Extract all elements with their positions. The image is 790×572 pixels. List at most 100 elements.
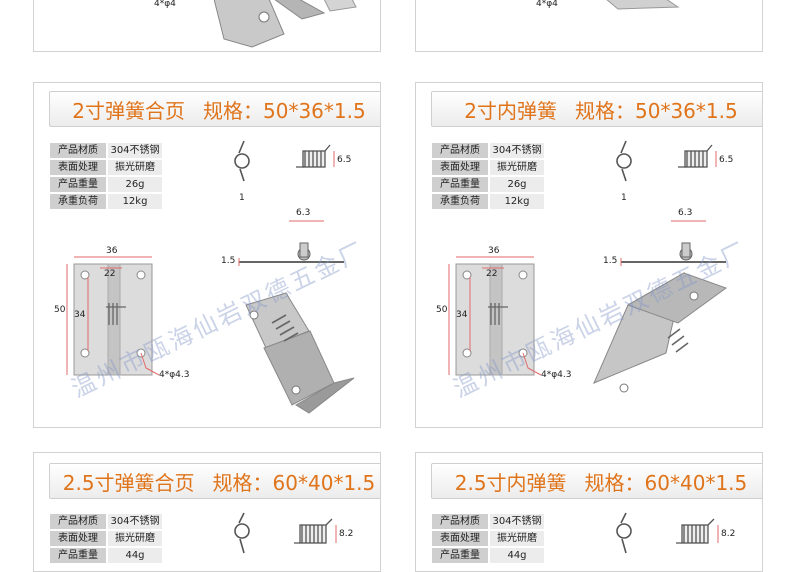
spec-row: 表面处理振光研磨 (432, 531, 544, 546)
dim-hole-span: 34 (74, 310, 86, 320)
front-view (455, 263, 535, 376)
spec-label: 产品重量 (50, 548, 106, 563)
spec-label: 产品重量 (432, 177, 488, 192)
product-title: 2.5寸内弹簧 (454, 470, 567, 495)
dim-height: 50 (54, 305, 66, 315)
spec-label: 产品材质 (432, 143, 488, 158)
spec-label: 产品材质 (50, 514, 106, 529)
dim-thickness: 1.5 (603, 256, 618, 266)
spec-label: 表面处理 (50, 160, 106, 175)
top-hinge-left-image (213, 0, 357, 48)
technical-drawing (616, 512, 719, 554)
product-banner: 2.5寸内弹簧 规格：60*40*1.5 (431, 463, 762, 499)
top-right-holes: 4*φ4 (536, 0, 558, 9)
spec-value: 振光研磨 (108, 160, 162, 175)
top-card-left: 4*φ4 (33, 0, 381, 52)
spec-label: 表面处理 (432, 160, 488, 175)
spring-end-view (234, 140, 250, 182)
spec-value: 12kg (490, 194, 544, 209)
product-title: 2寸弹簧合页 (72, 98, 185, 123)
dim-inner: 22 (104, 269, 116, 279)
spec-value: 26g (108, 177, 162, 192)
dim-wire: 1 (239, 193, 245, 203)
dim-wire: 1 (621, 193, 627, 203)
dim-spring-height: 8.2 (721, 529, 736, 539)
product-banner: 2.5寸弹簧合页 规格：60*40*1.5 (49, 463, 380, 499)
product-banner: 2寸内弹簧 规格：50*36*1.5 (431, 91, 762, 127)
dim-holes: 4*φ4.3 (159, 370, 190, 380)
product-title: 2.5寸弹簧合页 (62, 470, 195, 495)
spec-row: 表面处理振光研磨 (50, 160, 162, 175)
spec-label: 表面处理 (432, 531, 488, 546)
dim-inner: 22 (486, 269, 498, 279)
hinge-photo (245, 292, 355, 414)
spec-value: 振光研磨 (108, 531, 162, 546)
dim-spring-height: 6.5 (719, 155, 734, 165)
profile-view (621, 242, 726, 263)
front-view (73, 263, 153, 376)
spec-value: 44g (108, 548, 162, 563)
spec-label: 产品材质 (432, 514, 488, 529)
product-banner: 2寸弹簧合页 规格：50*36*1.5 (49, 91, 380, 127)
spring-side-view (296, 144, 331, 168)
spring-side-view (294, 518, 333, 544)
technical-drawing (448, 140, 728, 393)
spec-label: 产品重量 (432, 548, 488, 563)
dim-width: 36 (106, 246, 118, 256)
spec-value: 304不锈钢 (108, 514, 162, 529)
technical-drawing (234, 512, 337, 554)
hinge-photo (593, 272, 728, 393)
spec-value: 304不锈钢 (490, 514, 544, 529)
product-title: 2寸内弹簧 (464, 98, 557, 123)
top-hinge-right-image (606, 0, 680, 10)
top-card-right: 4*φ4 (415, 0, 763, 52)
profile-view (239, 242, 344, 263)
product-spec: 规格：60*40*1.5 (212, 470, 376, 495)
spec-value: 26g (490, 177, 544, 192)
spec-label: 表面处理 (50, 531, 106, 546)
spec-value: 44g (490, 548, 544, 563)
dim-width: 36 (488, 246, 500, 256)
spec-label: 承重负荷 (432, 194, 488, 209)
spec-value: 304不锈钢 (108, 143, 162, 158)
product-spec: 规格：60*40*1.5 (584, 470, 748, 495)
spring-end-view (234, 512, 250, 554)
dim-spring-height: 6.5 (337, 155, 352, 165)
spring-end-view (616, 140, 632, 182)
product-spec: 规格：50*36*1.5 (575, 98, 738, 123)
dim-spring-height: 8.2 (339, 529, 354, 539)
spring-end-view (616, 512, 632, 554)
spec-row: 表面处理振光研磨 (50, 531, 162, 546)
spec-row: 表面处理振光研磨 (432, 160, 544, 175)
spring-side-view (676, 518, 715, 544)
dim-thickness: 1.5 (221, 256, 236, 266)
dim-hole-span: 34 (456, 310, 468, 320)
spec-label: 产品材质 (50, 143, 106, 158)
dim-holes: 4*φ4.3 (541, 370, 572, 380)
technical-drawing (66, 140, 355, 414)
dim-leaf-width: 6.3 (678, 208, 693, 218)
spring-side-view (678, 144, 713, 168)
spec-value: 12kg (108, 194, 162, 209)
spec-label: 承重负荷 (50, 194, 106, 209)
spec-value: 304不锈钢 (490, 143, 544, 158)
spec-label: 产品重量 (50, 177, 106, 192)
product-spec: 规格：50*36*1.5 (203, 98, 366, 123)
